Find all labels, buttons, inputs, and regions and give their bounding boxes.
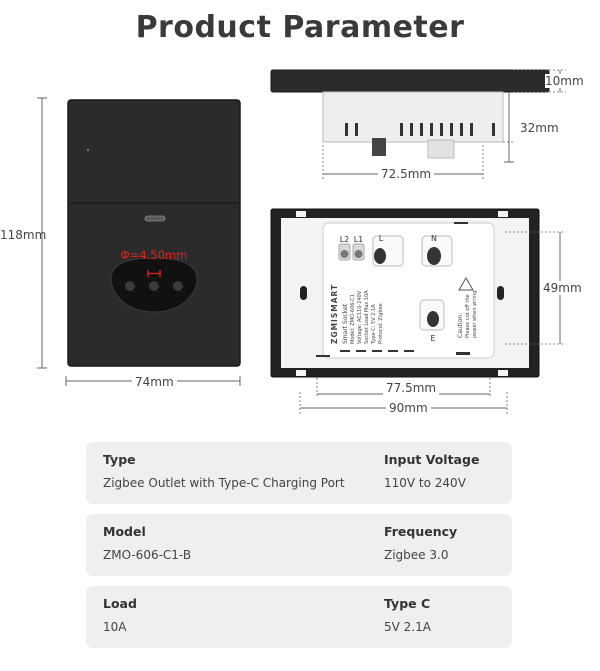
protocol-line-label: Protocol: Zigbee [378, 303, 384, 344]
front-panel [67, 99, 241, 367]
spec-label: Input Voltage [384, 452, 480, 467]
spec-label: Type [103, 452, 136, 467]
spec-value: Zigbee Outlet with Type-C Charging Port [103, 476, 345, 490]
product-name-label: Smart Socket [342, 303, 349, 344]
dimension-diagram: Φ=4.50mm L2 L1 L N E ZGMISMART Smart Soc… [37, 69, 566, 414]
spec-value: 110V to 240V [384, 476, 466, 490]
caution-title-label: Caution: [457, 313, 464, 338]
spec-label: Frequency [384, 524, 458, 539]
back-inner-width-label: 77.5mm [383, 381, 440, 395]
terminal-l2-label: L2 [340, 235, 350, 244]
caution-line-1: Please cut off the [465, 294, 471, 338]
caution-line-2: power when wiring [472, 291, 478, 338]
spec-value: 5V 2.1A [384, 620, 431, 634]
front-height-label: 118mm [0, 228, 47, 242]
spec-card: Load 10A Type C 5V 2.1A [86, 586, 512, 648]
terminal-e-label: E [430, 334, 435, 343]
spec-label: Model [103, 524, 146, 539]
load-line-label: Socket Load Max 10A [364, 290, 370, 344]
front-view [37, 97, 241, 386]
spec-value: 10A [103, 620, 127, 634]
socket-hole-label: Φ=4.50mm [121, 248, 188, 262]
terminal-l-label: L [379, 234, 384, 243]
spec-value: ZMO-606-C1-B [103, 548, 192, 562]
side-view [270, 69, 566, 180]
brand-label: ZGMISMART [330, 284, 339, 344]
back-view [270, 208, 565, 414]
terminal-n-label: N [431, 234, 437, 243]
side-plate [270, 69, 550, 93]
plate-thickness-label: 10mm [545, 74, 584, 88]
box-width-label: 72.5mm [378, 167, 435, 181]
terminal-l1-label: L1 [354, 235, 364, 244]
box-depth-label: 32mm [520, 121, 559, 135]
back-outer-width-label: 90mm [386, 401, 431, 415]
spec-label: Type C [384, 596, 431, 611]
hole-spacing-label: 49mm [541, 281, 584, 295]
spec-card: Model ZMO-606-C1-B Frequency Zigbee 3.0 [86, 514, 512, 576]
spec-label: Load [103, 596, 137, 611]
typec-line-label: Type-C: 5V 2.1A [371, 304, 377, 345]
spec-card: Type Zigbee Outlet with Type-C Charging … [86, 442, 512, 504]
type-c-port [144, 215, 166, 222]
model-line-label: Model: ZMO-606-C1 [350, 294, 356, 344]
front-width-label: 74mm [132, 375, 177, 389]
voltage-line-label: Voltage: AC110-240V [357, 290, 363, 344]
spec-value: Zigbee 3.0 [384, 548, 449, 562]
page-title: Product Parameter [135, 10, 465, 45]
